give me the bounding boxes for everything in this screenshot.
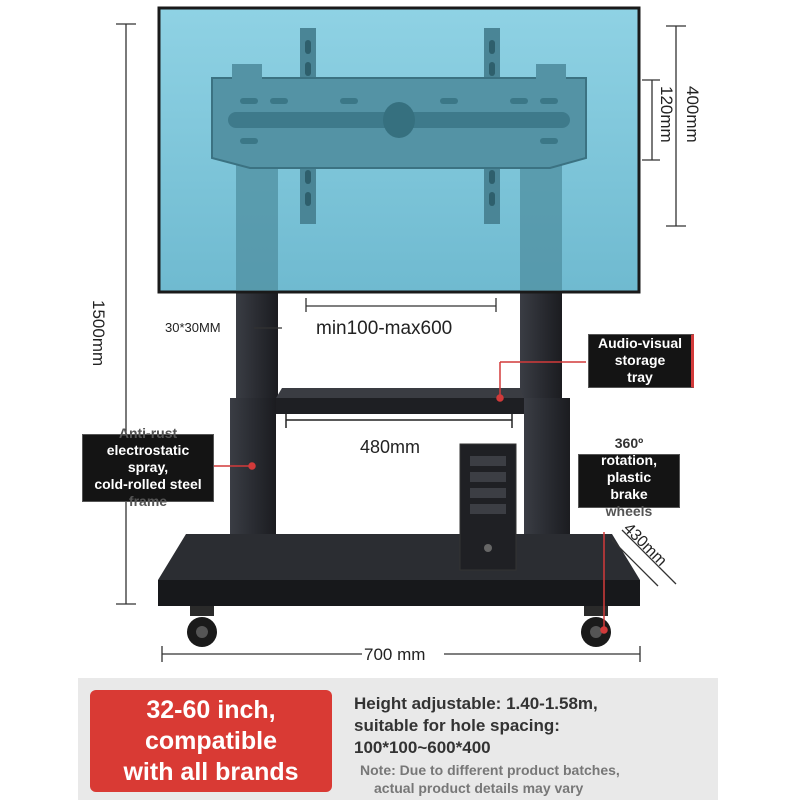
callout-connectors: [213, 361, 608, 634]
vesa-120-label: 120mm: [657, 86, 676, 143]
note-line-2: actual product details may vary: [374, 780, 584, 796]
dimension-lines: [116, 23, 686, 662]
callout-storage-tray: Audio-visual storage tray: [588, 334, 694, 388]
callout-frame-line: spray,: [127, 459, 169, 475]
post-through-screen-right: [520, 162, 562, 290]
spec-line-3: 100*100~600*400: [354, 738, 491, 757]
spec-line-2: suitable for hole spacing:: [354, 716, 560, 735]
note-line-1: Note: Due to different product batches,: [360, 762, 620, 778]
callout-wheels-line: plastic: [606, 469, 652, 485]
callout-frame: Anti-rust electrostatic spray, cold-roll…: [82, 425, 214, 509]
headline-line: 32-60 inch,: [146, 695, 276, 724]
callout-wheels-line: brake: [610, 486, 648, 502]
callout-wheels-line: wheels: [605, 503, 653, 519]
tv-stand-illustration: [116, 6, 686, 662]
callout-wheels-line: rotation,: [601, 452, 657, 468]
base-platform: [158, 534, 640, 580]
callout-frame-line: Anti-rust: [118, 425, 178, 441]
callout-wheels: 360º rotation, plastic brake wheels: [578, 435, 680, 519]
base-width-label: 700 mm: [364, 645, 426, 664]
vesa-width-range-label: min100-max600: [316, 318, 453, 339]
callout-wheels-line: 360º: [614, 435, 644, 451]
shelf-width-label: 480mm: [360, 437, 421, 457]
callout-tray-line: Audio-visual: [597, 335, 682, 351]
wheels: [187, 606, 611, 647]
vesa-slots: [305, 40, 495, 206]
callout-frame-line: cold-rolled steel: [94, 476, 202, 492]
overall-height-label: 1500mm: [89, 300, 108, 367]
callout-frame-line: electrostatic: [106, 442, 190, 458]
headline-line: with all brands: [123, 757, 299, 786]
headline-box: 32-60 inch, compatible with all brands: [90, 690, 332, 792]
vesa-400-label: 400mm: [683, 86, 702, 143]
headline-line: compatible: [145, 726, 277, 755]
small-mount-label: 30*30MM: [165, 320, 221, 335]
spec-line-1: Height adjustable: 1.40-1.58m,: [354, 694, 598, 713]
callout-frame-line: frame: [128, 493, 168, 509]
callout-tray-line: tray: [627, 369, 653, 385]
post-through-screen-left: [236, 162, 278, 290]
storage-tray: [276, 388, 524, 398]
callout-tray-line: storage: [614, 352, 666, 368]
